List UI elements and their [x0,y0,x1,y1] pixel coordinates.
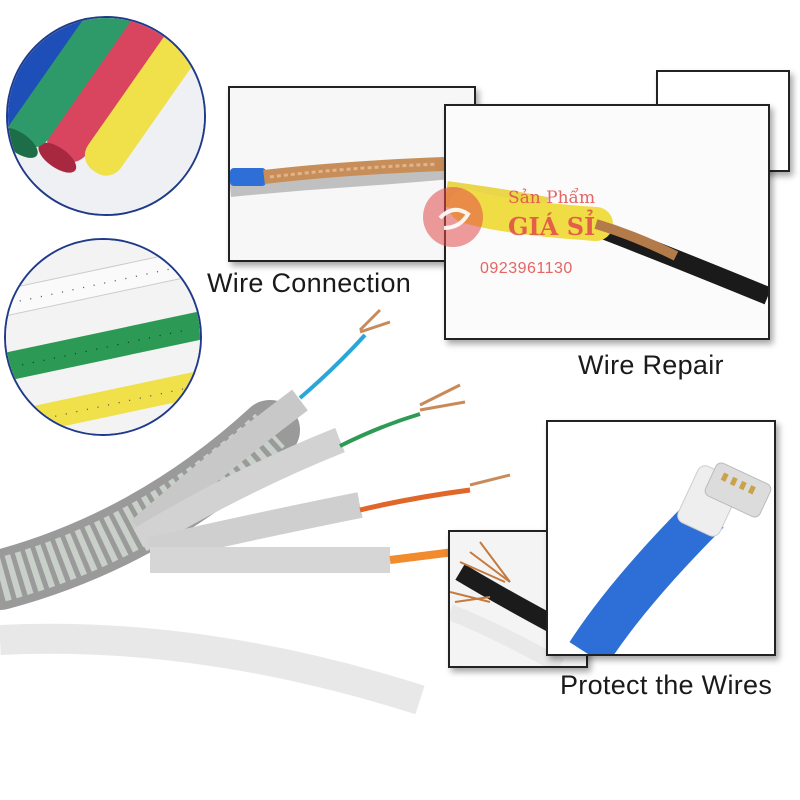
caption-wire-repair: Wire Repair [578,350,724,380]
watermark-line1: Sản Phẩm [508,188,596,208]
repair-wire-image [446,106,768,338]
caption-wire-connection: Wire Connection [207,268,412,298]
wire-repair-photo [444,104,770,340]
watermark: Sản Phẩm GIÁ SỈ 0923961130 [420,180,630,280]
watermark-logo-icon [423,187,483,247]
shielded-cable-illustration [0,308,531,715]
watermark-line2: GIÁ SỈ [508,212,596,241]
protect-wires-photo [546,420,776,656]
heat-shrink-tubes-circle [6,16,206,216]
heat-shrink-tubes-image [8,18,204,214]
printed-tubes-circle: · · · · · · · · · · · · · · · · · · · · … [4,238,202,436]
caption-protect-wires: Protect the Wires [560,670,773,700]
lightning-cable-image [548,422,774,654]
watermark-phone: 0923961130 [480,260,573,277]
printed-tubes-image: · · · · · · · · · · · · · · · · · · · · … [6,240,200,434]
